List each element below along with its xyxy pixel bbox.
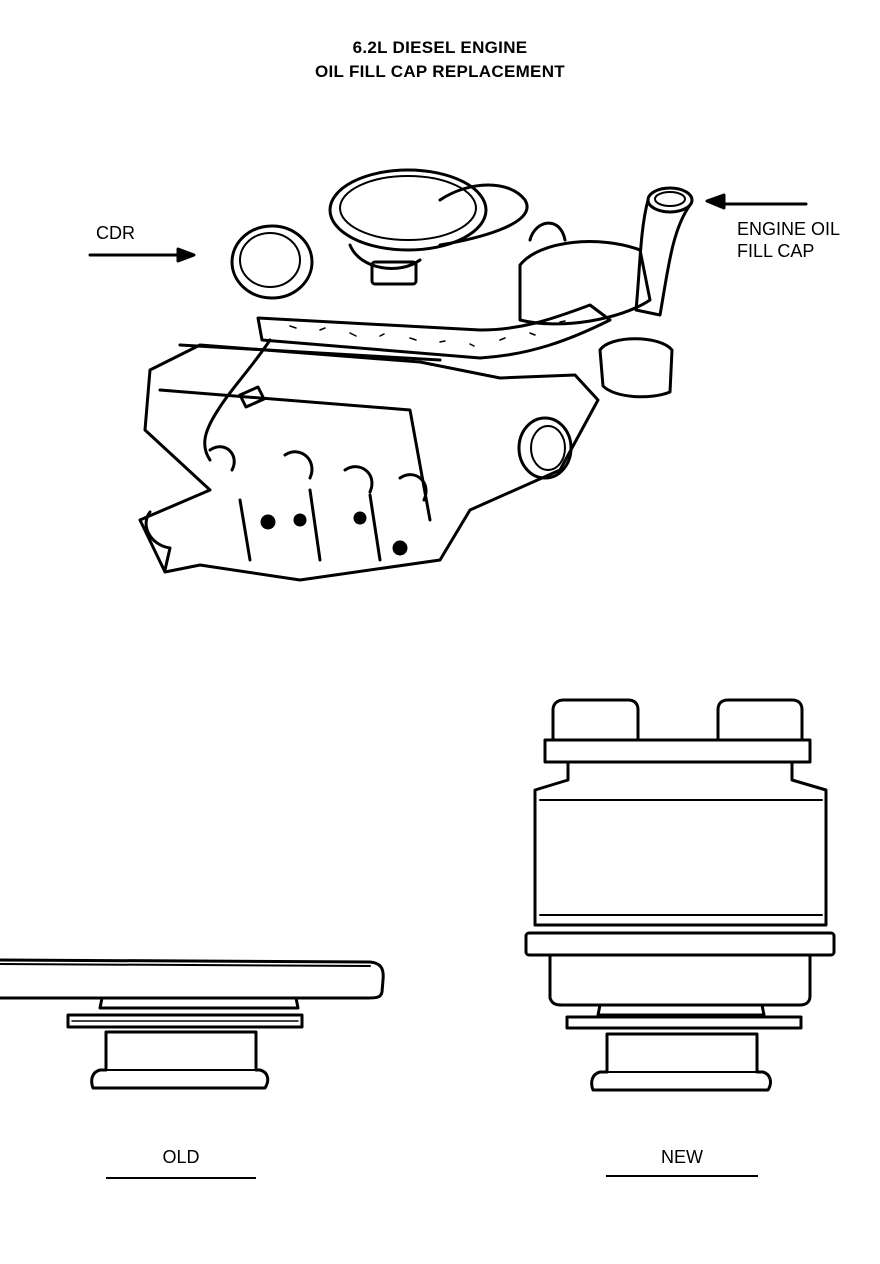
old-oil-fill-cap: [0, 958, 385, 1090]
old-caption-underline: [106, 1177, 256, 1179]
engine-block: [138, 168, 694, 582]
cdr-callout-label: CDR: [96, 223, 135, 243]
oil-fill-cap-callout-line-1: ENGINE OIL: [737, 219, 841, 239]
new-caption-underline: [606, 1175, 758, 1177]
oil-fill-cap-callout-line-2: FILL CAP: [737, 241, 815, 261]
cdr-arrow: [88, 247, 196, 263]
new-cap-caption: NEW: [661, 1147, 703, 1167]
diagram-title-line-2: OIL FILL CAP REPLACEMENT: [315, 62, 565, 81]
old-cap-caption: OLD: [162, 1147, 200, 1167]
oil-fill-cap-arrow: [705, 193, 808, 210]
diagram-title-line-1: 6.2L DIESEL ENGINE: [352, 38, 528, 57]
new-oil-fill-cap: [524, 698, 836, 1092]
